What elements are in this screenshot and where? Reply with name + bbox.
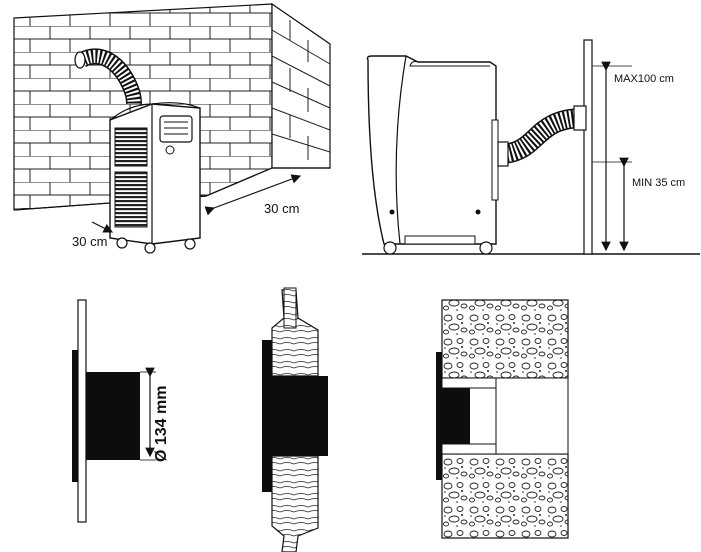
portable-ac-unit-perspective <box>109 102 201 254</box>
wood-adapter-pipe <box>272 376 328 456</box>
wood-adapter-flange <box>262 340 272 492</box>
back-clearance-arrow <box>91 221 114 233</box>
wood-wall-bottom <box>271 455 319 552</box>
thin-wall-adapter-panel: Ø 134 mm <box>72 299 170 523</box>
diameter-label: Ø 134 mm <box>153 386 170 462</box>
exhaust-hose-side-icon <box>497 105 587 167</box>
side-wall <box>583 39 593 255</box>
wooden-wall-adapter-panel <box>262 287 328 552</box>
side-clearance-arrow <box>204 174 302 216</box>
back-clearance-label: 30 cm <box>72 234 107 249</box>
concrete-wall-top <box>441 299 569 379</box>
concrete-adapter-pipe <box>442 388 470 444</box>
portable-ac-unit-side <box>366 55 499 255</box>
thin-wall <box>77 299 87 523</box>
max-height-label: MAX100 cm <box>614 73 674 85</box>
concrete-wall-bottom <box>441 453 569 539</box>
brick-corner-panel: 30 cm 30 cm <box>13 2 331 254</box>
concrete-wall-adapter-panel <box>436 299 569 539</box>
side-view-panel: MAX100 cm MIN 35 cm <box>362 39 700 255</box>
exhaust-hose-icon <box>74 48 142 105</box>
adapter-pipe <box>86 372 140 460</box>
concrete-adapter-flange <box>436 352 442 480</box>
min-height-label: MIN 35 cm <box>632 177 685 189</box>
side-clearance-label: 30 cm <box>264 201 299 216</box>
adapter-flange <box>72 350 78 482</box>
